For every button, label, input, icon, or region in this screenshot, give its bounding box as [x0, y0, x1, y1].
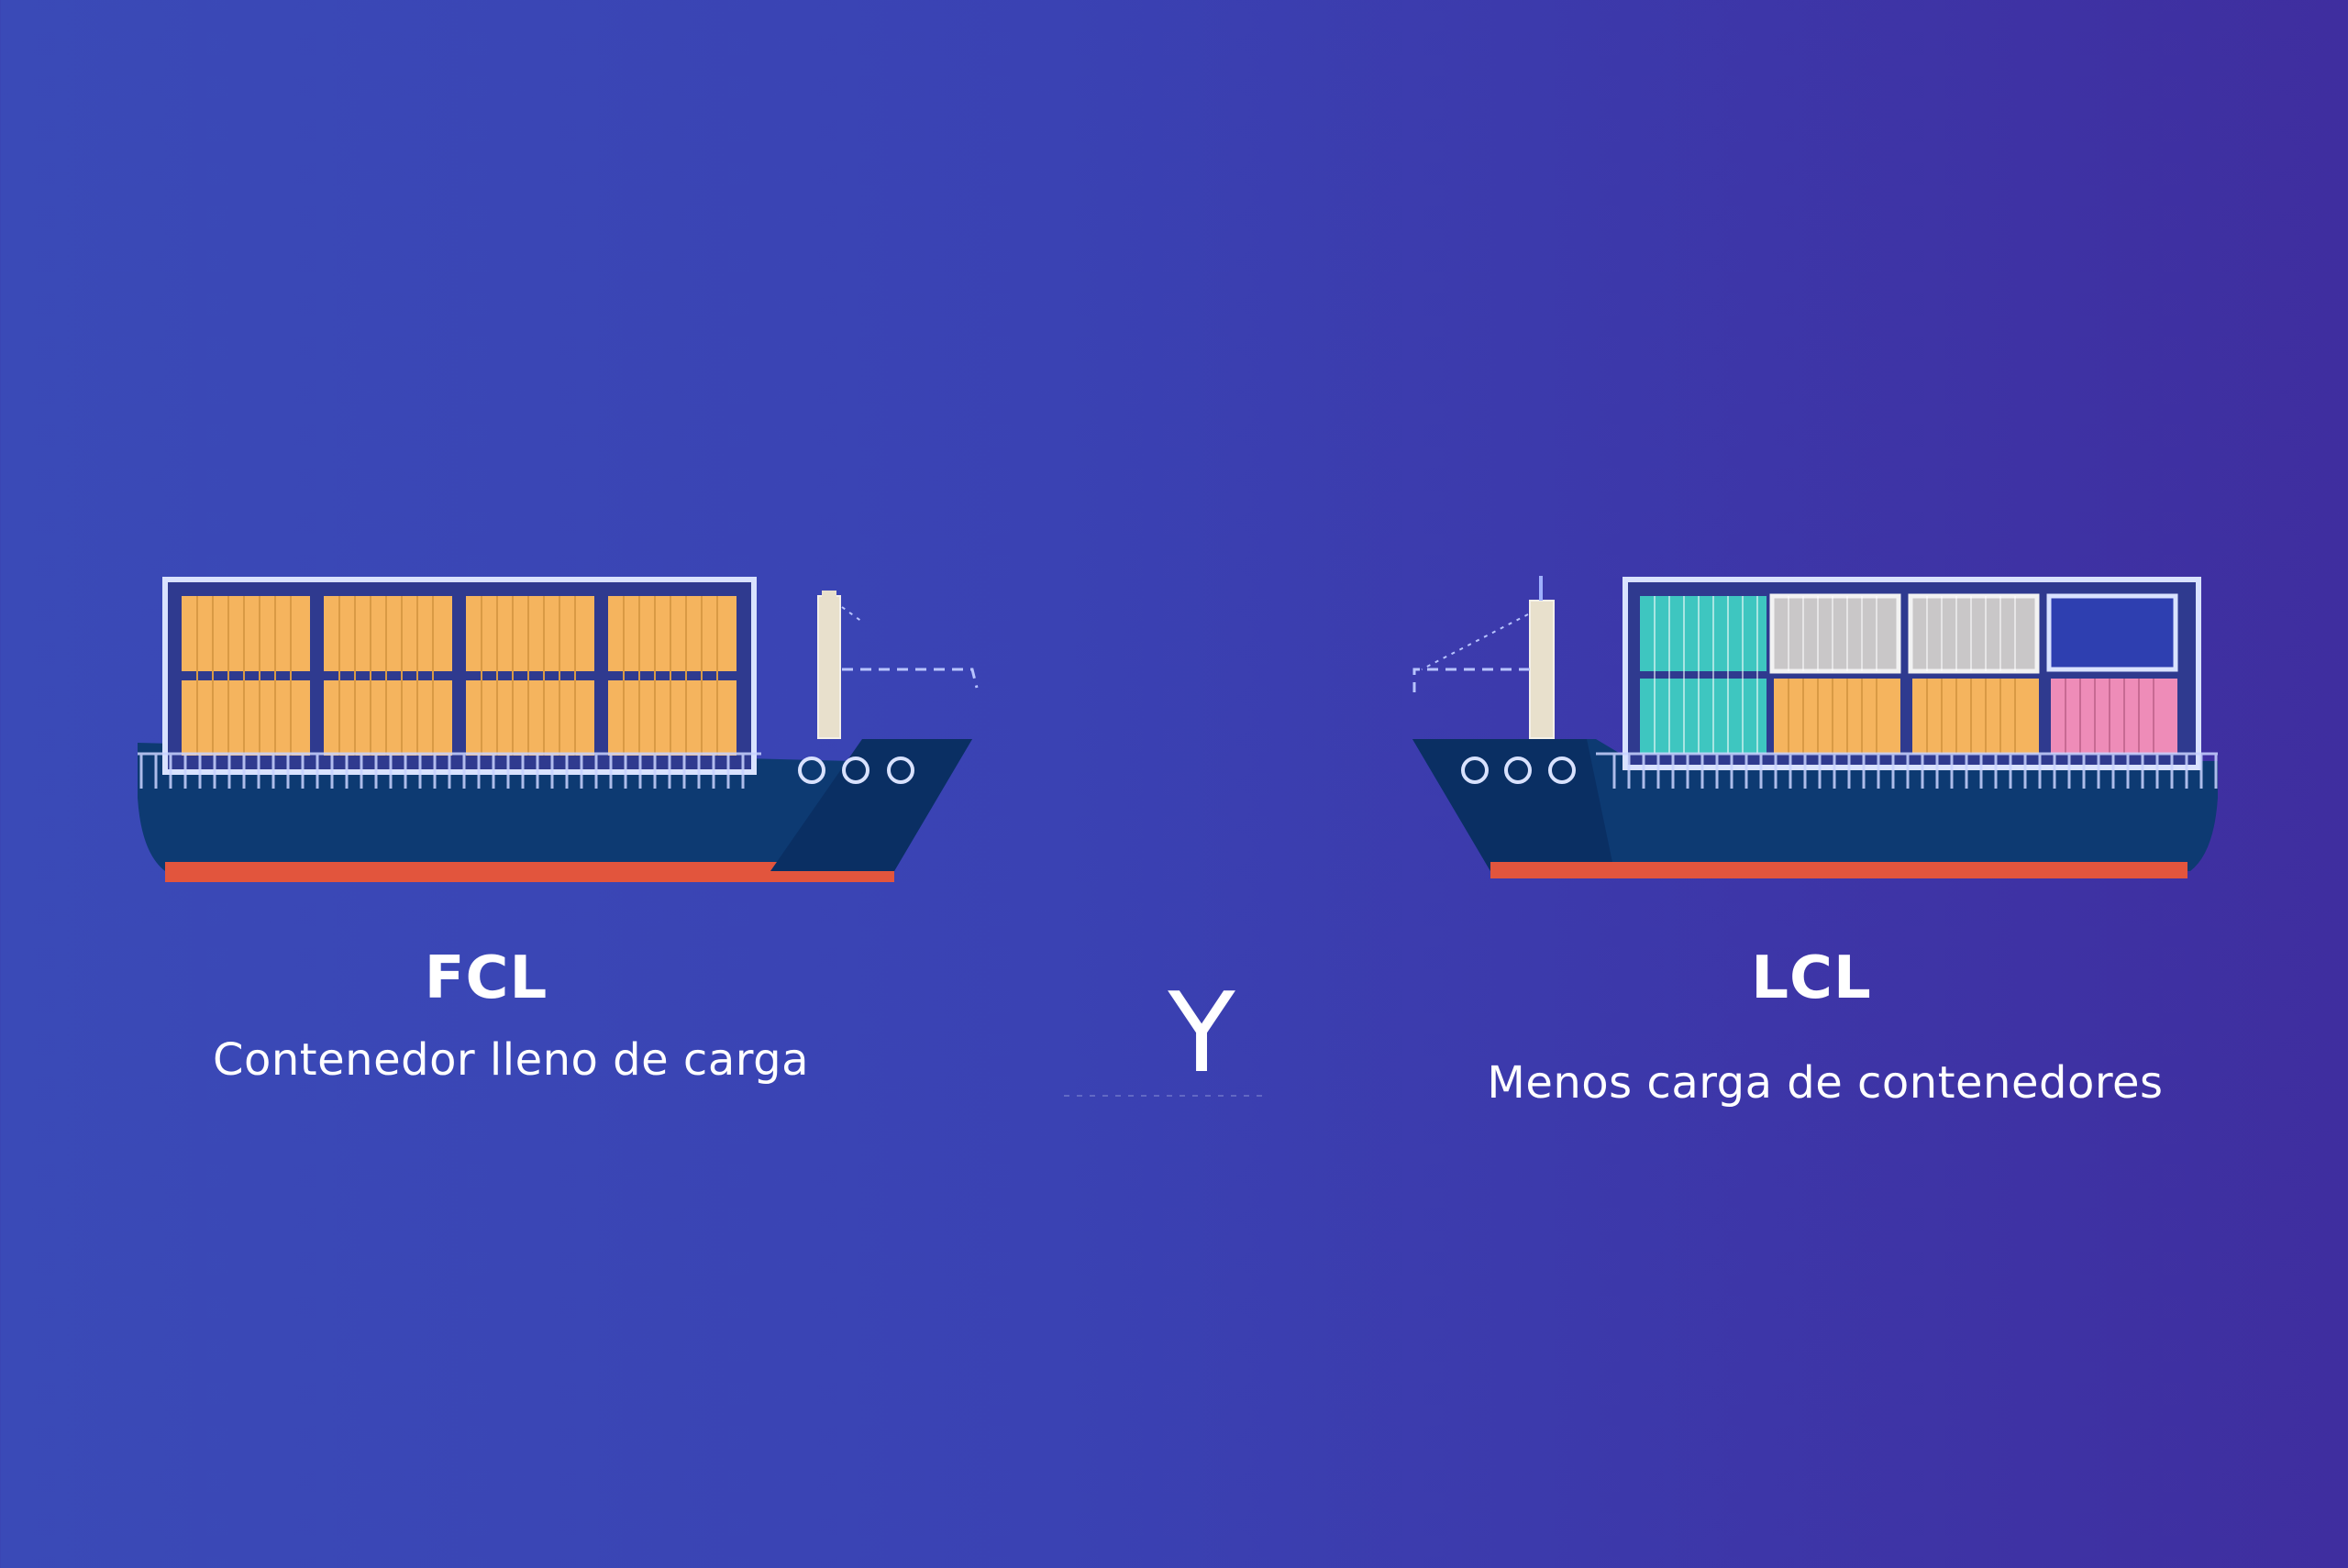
fcl-subtitle: Contenedor lleno de carga: [212, 1034, 810, 1086]
connector-y: Y: [1168, 970, 1235, 1098]
container-ship-full-icon: [138, 577, 979, 882]
lcl-subtitle: Menos carga de contenedores: [1487, 1057, 2164, 1109]
lcl-title: LCL: [1751, 944, 1872, 1012]
container-ship-partial-icon: [1412, 576, 2218, 878]
lcl-ship-illustration: [1403, 550, 2348, 917]
fcl-title: FCL: [424, 944, 548, 1012]
fcl-ship-illustration: [128, 550, 1137, 917]
connector-underline: [1064, 1095, 1266, 1097]
